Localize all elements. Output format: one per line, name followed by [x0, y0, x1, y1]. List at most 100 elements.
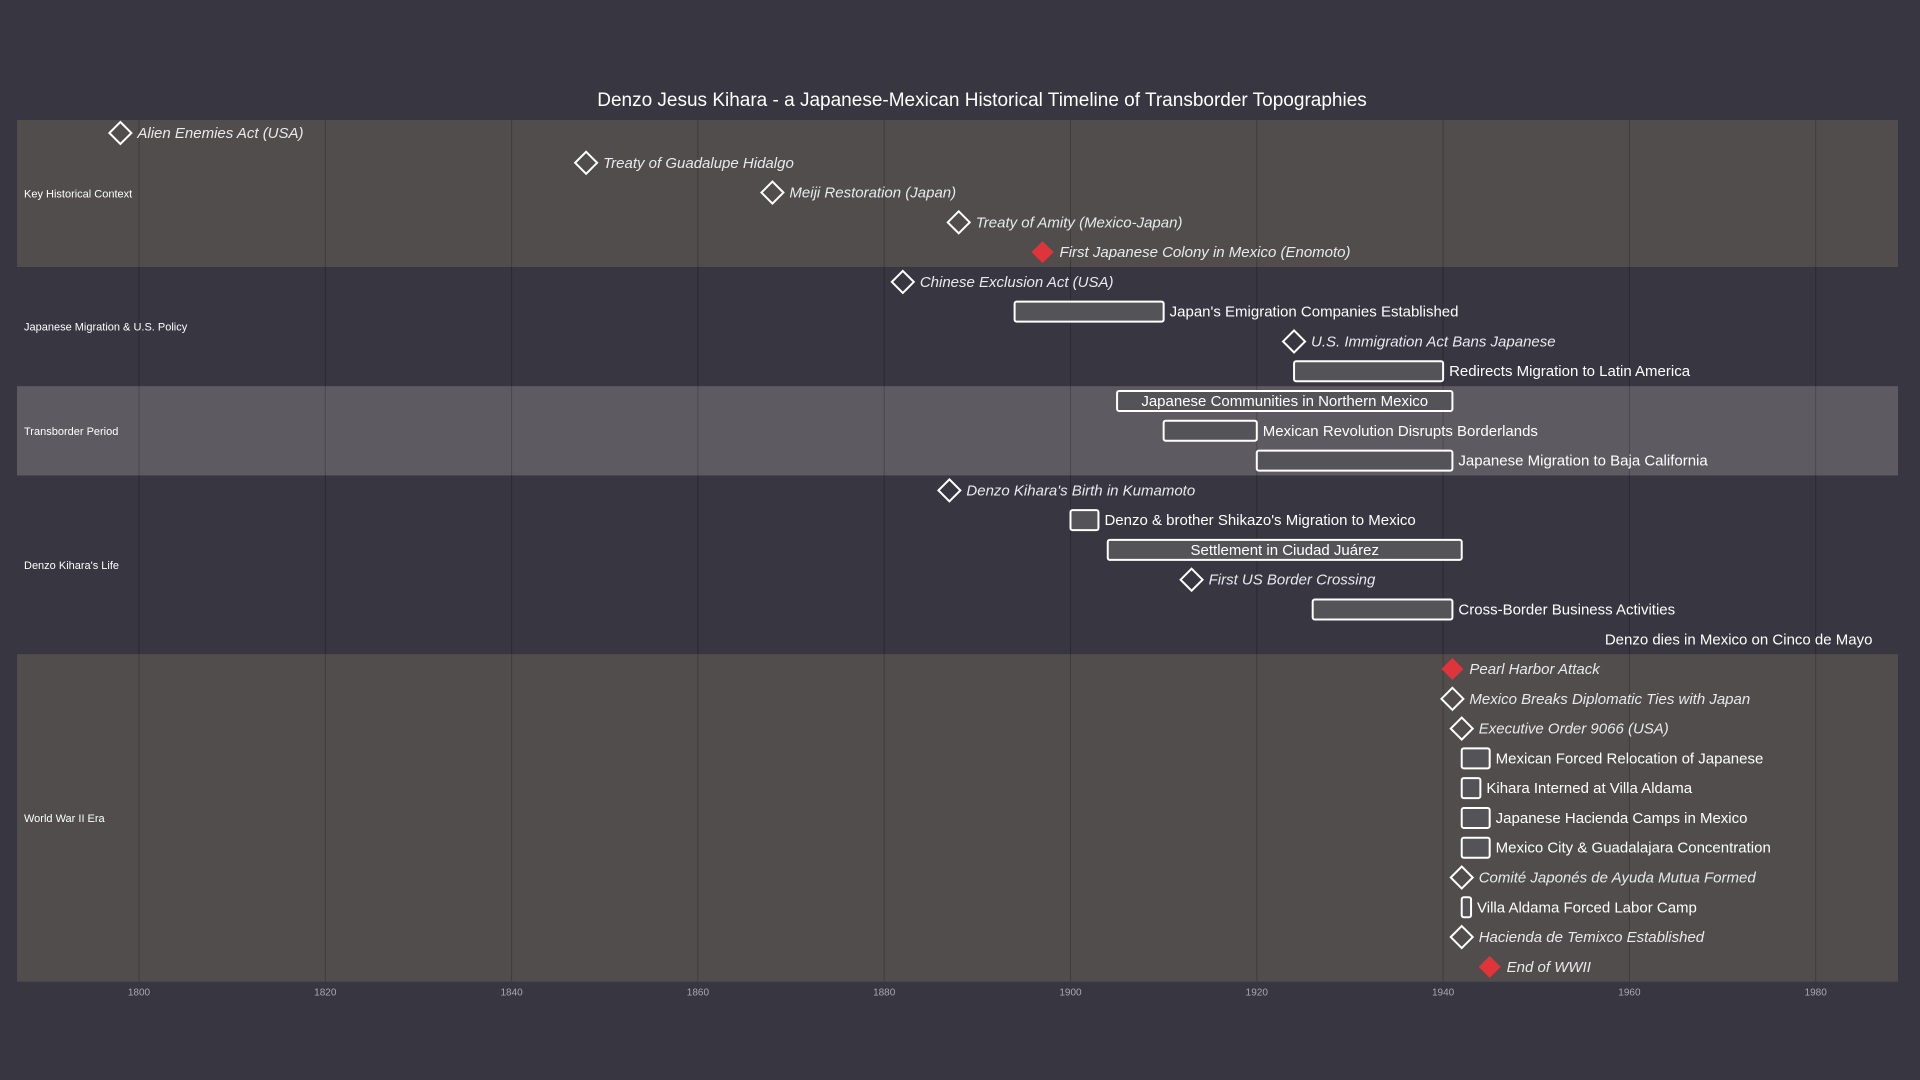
- event-kihara-interned-at-villa-aldama: Kihara Interned at Villa Aldama: [1460, 777, 1693, 800]
- milestone-marker: [1179, 567, 1205, 593]
- milestone-marker: [107, 120, 133, 146]
- milestone-marker: [573, 150, 599, 176]
- event-label: Japanese Communities in Northern Mexico: [1141, 393, 1428, 410]
- event-label: Settlement in Ciudad Juárez: [1191, 542, 1379, 559]
- milestone-marker: [1281, 329, 1307, 354]
- key-event-marker: [1031, 241, 1054, 264]
- x-tick-label: 1800: [128, 988, 151, 999]
- key-event-marker: [1441, 658, 1464, 681]
- event-label: Treaty of Amity (Mexico-Japan): [976, 214, 1183, 231]
- event-japanese-communities-in-northern-mexico: Japanese Communities in Northern Mexico: [1116, 390, 1454, 413]
- event-first-us-border-crossing: First US Border Crossing: [1179, 567, 1376, 593]
- milestone-marker: [890, 269, 916, 295]
- event-meiji-restoration-japan: Meiji Restoration (Japan): [760, 180, 956, 205]
- x-tick-label: 1860: [687, 988, 710, 999]
- event-label: Mexico City & Guadalajara Concentration: [1496, 840, 1771, 857]
- milestone-marker: [760, 180, 785, 205]
- period-bar: [1162, 419, 1258, 442]
- event-label: U.S. Immigration Act Bans Japanese: [1311, 333, 1556, 350]
- lane-band-denzo-kihara-s-life: [17, 475, 1898, 655]
- milestone-marker: [1440, 686, 1465, 712]
- timeline-marks: Alien Enemies Act (USA) Treaty of Guadalu…: [107, 120, 1873, 978]
- key-event-marker: [1478, 955, 1501, 978]
- milestone-marker: [946, 209, 972, 235]
- event-label: Japanese Hacienda Camps in Mexico: [1496, 810, 1748, 827]
- event-label: Denzo Kihara's Birth in Kumamoto: [966, 482, 1195, 499]
- x-tick-label: 1980: [1805, 988, 1828, 999]
- event-comite-japones-de-ayuda-mutua-formed: Comité Japonés de Ayuda Mutua Formed: [1449, 865, 1757, 890]
- x-tick-label: 1920: [1246, 988, 1269, 999]
- event-label: Cross-Border Business Activities: [1458, 601, 1675, 618]
- lane-label-denzo-kihara-s-life: Denzo Kihara's Life: [24, 560, 119, 572]
- event-label: Treaty of Guadalupe Hidalgo: [603, 155, 794, 172]
- x-tick-label: 1820: [314, 988, 337, 999]
- event-label: First Japanese Colony in Mexico (Enomoto…: [1060, 244, 1351, 261]
- event-mexican-forced-relocation-of-japanese: Mexican Forced Relocation of Japanese: [1460, 747, 1763, 770]
- x-tick-label: 1940: [1432, 988, 1455, 999]
- period-bar: [1460, 896, 1473, 919]
- event-label: Japanese Migration to Baja California: [1458, 453, 1708, 470]
- event-treaty-of-amity-mexico-japan: Treaty of Amity (Mexico-Japan): [946, 209, 1183, 235]
- event-label: Denzo dies in Mexico on Cinco de Mayo: [1605, 631, 1873, 648]
- period-bar: [1293, 360, 1445, 383]
- event-label: End of WWII: [1507, 959, 1591, 976]
- event-alien-enemies-act-usa: Alien Enemies Act (USA): [107, 120, 304, 146]
- lane-label-key-historical-context: Key Historical Context: [24, 189, 132, 201]
- event-treaty-of-guadalupe-hidalgo: Treaty of Guadalupe Hidalgo: [573, 150, 794, 176]
- event-mexican-revolution-disrupts-borderlands: Mexican Revolution Disrupts Borderlands: [1162, 419, 1538, 442]
- period-bar: [1311, 598, 1454, 621]
- lane-label-world-war-ii-era: World War II Era: [24, 813, 106, 825]
- lane-label-japanese-migration-u-s-policy: Japanese Migration & U.S. Policy: [24, 322, 188, 334]
- milestone-marker: [1449, 865, 1475, 890]
- milestone-marker: [1449, 924, 1475, 950]
- event-cross-border-business-activities: Cross-Border Business Activities: [1311, 598, 1675, 621]
- event-label: Mexican Revolution Disrupts Borderlands: [1263, 423, 1538, 440]
- event-mexico-breaks-diplomatic-ties-with-japan: Mexico Breaks Diplomatic Ties with Japan: [1440, 686, 1750, 712]
- event-label: Meiji Restoration (Japan): [789, 185, 956, 202]
- event-label: Japan's Emigration Companies Established: [1170, 304, 1459, 321]
- event-label: Pearl Harbor Attack: [1469, 661, 1601, 678]
- event-u-s-immigration-act-bans-japanese: U.S. Immigration Act Bans Japanese: [1281, 329, 1556, 354]
- lane-band-transborder-period: [17, 386, 1898, 476]
- event-label: Hacienda de Temixco Established: [1479, 929, 1705, 946]
- event-denzo-brother-shikazo-s-migration-to-mexico: Denzo & brother Shikazo's Migration to M…: [1069, 509, 1416, 532]
- period-bar: [1069, 509, 1100, 532]
- period-bar: [1013, 300, 1165, 323]
- event-chinese-exclusion-act-usa: Chinese Exclusion Act (USA): [890, 269, 1114, 295]
- event-denzo-kihara-s-birth-in-kumamoto: Denzo Kihara's Birth in Kumamoto: [936, 477, 1195, 503]
- lane-bands: [17, 120, 1898, 982]
- event-label: Executive Order 9066 (USA): [1479, 721, 1669, 738]
- event-settlement-in-ciudad-juarez: Settlement in Ciudad Juárez: [1106, 538, 1463, 561]
- event-label: Comité Japonés de Ayuda Mutua Formed: [1479, 870, 1757, 887]
- event-redirects-migration-to-latin-america: Redirects Migration to Latin America: [1293, 360, 1691, 383]
- event-pearl-harbor-attack: Pearl Harbor Attack: [1441, 658, 1601, 681]
- event-label: Kihara Interned at Villa Aldama: [1486, 780, 1692, 797]
- event-first-japanese-colony-in-mexico-enomoto: First Japanese Colony in Mexico (Enomoto…: [1031, 241, 1351, 264]
- event-label: Denzo & brother Shikazo's Migration to M…: [1104, 512, 1415, 529]
- event-end-of-wwii: End of WWII: [1478, 955, 1591, 978]
- milestone-marker: [936, 477, 962, 503]
- period-bar: [1116, 390, 1454, 413]
- lane-band-world-war-ii-era: [17, 654, 1898, 982]
- period-bar: [1460, 806, 1491, 829]
- x-tick-label: 1840: [500, 988, 523, 999]
- event-japanese-hacienda-camps-in-mexico: Japanese Hacienda Camps in Mexico: [1460, 806, 1748, 829]
- period-bar: [1255, 449, 1454, 472]
- lane-band-key-historical-context: [17, 120, 1898, 268]
- lane-label-transborder-period: Transborder Period: [24, 426, 118, 438]
- event-label: Villa Aldama Forced Labor Camp: [1477, 899, 1697, 916]
- event-label: First US Border Crossing: [1209, 572, 1376, 589]
- milestone-marker: [1449, 716, 1475, 742]
- event-mexico-city-guadalajara-concentration: Mexico City & Guadalajara Concentration: [1460, 836, 1771, 859]
- event-japan-s-emigration-companies-established: Japan's Emigration Companies Established: [1013, 300, 1459, 323]
- event-label: Alien Enemies Act (USA): [136, 125, 303, 142]
- chart-title: Denzo Jesus Kihara - a Japanese-Mexican …: [597, 90, 1367, 111]
- event-executive-order-9066-usa: Executive Order 9066 (USA): [1449, 716, 1669, 742]
- event-label: Chinese Exclusion Act (USA): [920, 274, 1114, 291]
- event-japanese-migration-to-baja-california: Japanese Migration to Baja California: [1255, 449, 1708, 472]
- period-bar: [1460, 836, 1491, 859]
- event-label: Redirects Migration to Latin America: [1449, 363, 1691, 380]
